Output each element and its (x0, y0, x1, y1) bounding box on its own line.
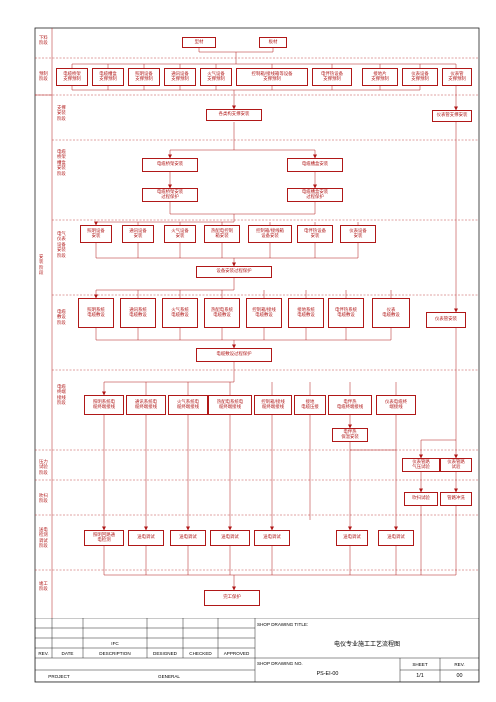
node-term-grounding: 接地 电缆压接 (294, 395, 326, 415)
node-tubing-support-install: 仪表管支撑安装 (432, 110, 472, 122)
node-tray-install: 电缆桥架安装 (142, 158, 198, 172)
tb-ifc: IFC (111, 640, 119, 646)
node-lay-heat-trace: 电伴热系统 电缆敷设 (328, 298, 364, 328)
node-eq-heat-panel: 热配电控制 箱安装 (204, 225, 240, 243)
node-test-heat-panel: 送电调试 (210, 530, 250, 546)
node-lay-lighting: 照明系统 电缆敷设 (78, 298, 114, 328)
node-test-fg: 送电调试 (170, 530, 206, 546)
node-lay-heat-panel: 热配电系统 电缆敷设 (204, 298, 240, 328)
node-test-heat-trace: 送电调试 (336, 530, 368, 546)
phase-dividers (35, 57, 479, 571)
node-prefab-heat-trace-support: 电伴热设备 支撑预制 (312, 68, 352, 86)
title-block-grid (35, 618, 479, 682)
node-support-install: 各类构支撑安装 (206, 109, 262, 121)
node-term-comm: 通讯系统电 缆终端接线 (126, 395, 166, 415)
node-prefab-grounding-support: 接地片 支撑预制 (362, 68, 398, 86)
phase-tray-install: 电缆 桥架 槽盒 安装 阶段 (57, 150, 66, 177)
tb-date-header: DATE (61, 650, 74, 656)
node-completion-protect: 完工保护 (204, 590, 260, 606)
node-lay-fg: 火气系统 电缆敷设 (162, 298, 198, 328)
node-term-fg: 火气系统电 缆终端接线 (168, 395, 208, 415)
node-prefab-tray-support: 电缆桥架 支撑预制 (56, 68, 88, 86)
node-prefab-comm-support: 通讯设备 支撑预制 (164, 68, 196, 86)
tb-drawing-title: 电仪专业施工工艺流程图 (333, 640, 400, 648)
node-test-comm: 送电调试 (128, 530, 164, 546)
node-eq-junction: 控制箱/接线箱 设备安装 (248, 225, 292, 243)
node-trough-protect: 电缆槽盒安装 过程保护 (287, 188, 343, 202)
tb-rev-label: REV. (454, 661, 465, 667)
node-heat-trace-insulation: 电伴热 保温安装 (332, 428, 368, 442)
drawing-frame (34, 27, 480, 683)
tb-drawing-no-label: SHOP DRAWING NO. (257, 660, 303, 666)
phase-equipment-install: 电气 仪表 设备 安装 阶段 (57, 232, 66, 259)
node-trough-install: 电缆槽盒安装 (287, 158, 343, 172)
tb-sheet-label: SHEET (412, 661, 428, 667)
phase-prefab: 预制 阶段 (39, 72, 48, 83)
node-eq-comm: 通讯设备 安装 (122, 225, 154, 243)
phase-install: 安 装 阶 段 (39, 255, 44, 277)
node-term-heat-trace: 电伴热 电缆终端接线 (328, 395, 372, 415)
node-pressure-air: 仪表管路 气压试验 (402, 458, 440, 472)
tb-drawing-title-label: SHOP DRAWING TITLE: (257, 621, 309, 627)
tb-sheet-value: 1/1 (416, 673, 424, 679)
phase-cable-lay: 电缆 敷设 阶段 (57, 310, 66, 326)
node-eq-fg: 火气设备 安装 (164, 225, 196, 243)
phase-power-test: 送电 检测 调试 阶段 (39, 528, 48, 550)
node-term-junction: 控制箱/接线 缆终端接线 (254, 395, 292, 415)
tb-general: GENERAL (158, 673, 180, 679)
phase-purge: 吹扫 阶段 (39, 494, 48, 505)
node-material-profile: 型材 (182, 37, 216, 48)
node-lay-grounding: 接地系统 电缆敷设 (288, 298, 324, 328)
node-tubing-install: 仪表管安装 (426, 312, 466, 328)
node-material-plate: 板材 (259, 37, 287, 48)
node-tray-protect: 电缆桥架安装 过程保护 (142, 188, 198, 202)
node-term-lighting: 照明系统电 缆终端接线 (84, 395, 124, 415)
flow-connectors (71, 48, 458, 591)
node-eq-heat-trace: 电伴热设备 安装 (297, 225, 333, 243)
tb-approved-header: APPROVED (223, 650, 250, 656)
phase-pressure-test: 压力 试验 阶段 (39, 460, 48, 476)
node-term-heat-panel: 热配电系统电 缆终端接线 (208, 395, 252, 415)
node-prefab-trough-support: 电缆槽盒 支撑预制 (92, 68, 124, 86)
node-test-instrument: 送电调试 (378, 530, 414, 546)
node-cable-protect: 电缆敷设过程保护 (196, 348, 272, 362)
phase-cable-termination: 电缆 终端 接线 阶段 (57, 385, 66, 407)
tb-project-label: PROJECT (48, 673, 70, 679)
node-prefab-tubing-support: 仪表管 支撑预制 (442, 68, 472, 86)
node-lay-junction: 控制箱/接线 电缆敷设 (246, 298, 282, 328)
node-purge-flush: 管路冲洗 (440, 492, 472, 506)
node-term-instrument: 仪表电缆终 端接线 (376, 395, 416, 415)
node-purge-blow: 吹扫试验 (404, 492, 438, 506)
tb-rev-value: 00 (456, 673, 463, 679)
node-equipment-protect: 设备安装过程保护 (196, 266, 272, 278)
node-lay-comm: 通讯系统 电缆敷设 (120, 298, 156, 328)
node-prefab-box-support: 控制箱/接线箱等设备 支撑预制 (236, 68, 308, 86)
node-test-junction: 送电调试 (254, 530, 290, 546)
node-lay-instrument: 仪表 电缆敷设 (372, 298, 410, 328)
node-prefab-fg-support: 火气设备 支撑预制 (200, 68, 232, 86)
phase-support-install: 支撑 安装 阶段 (57, 106, 66, 122)
title-block: IFC REV. DATE DESCRIPTION DESIGNED CHECK… (35, 618, 479, 682)
node-eq-lighting: 照明设备 安装 (80, 225, 112, 243)
tb-checked-header: CHECKED (189, 650, 212, 656)
node-prefab-instrument-support: 仪表设备 支撑预制 (402, 68, 438, 86)
node-pressure-test: 仪表管路 试验 (440, 458, 472, 472)
phase-completion: 竣工 阶段 (39, 582, 48, 593)
node-test-lighting: 照明回路通 电检测 (84, 530, 124, 546)
tb-designed-header: DESIGNED (153, 650, 177, 656)
tb-drawing-no: PS-EI-00 (316, 671, 339, 677)
tb-rev-header: REV. (38, 650, 49, 656)
phase-prep: 下料 阶段 (39, 36, 48, 47)
tb-description-header: DESCRIPTION (99, 650, 131, 656)
node-eq-instrument: 仪表设备 安装 (340, 225, 376, 243)
node-prefab-lighting-support: 照明设备 支撑预制 (128, 68, 160, 86)
